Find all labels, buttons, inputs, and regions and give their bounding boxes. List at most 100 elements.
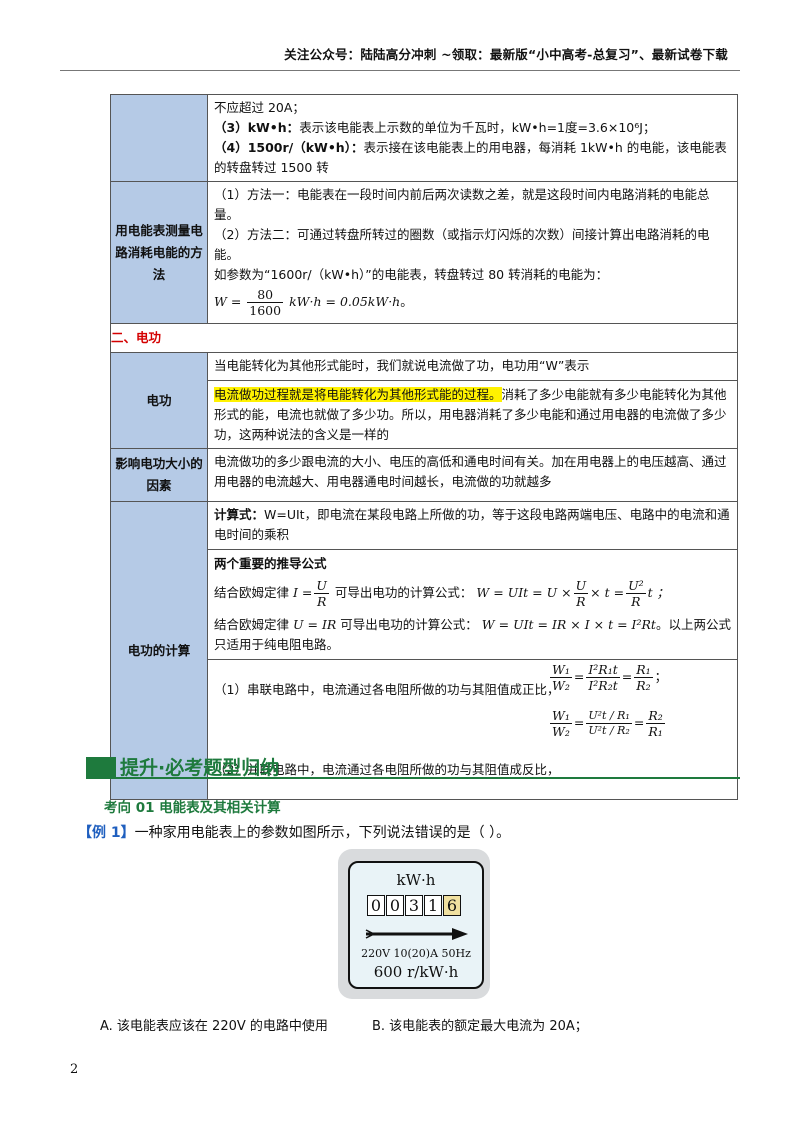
bold-label: （4）1500r/（kW•h）：	[214, 140, 364, 155]
banner-decor	[86, 771, 116, 777]
meter-spec: 220V 10(20)A 50Hz	[361, 947, 471, 960]
meter-unit: kW·h	[396, 871, 436, 889]
text-span: 表示该电能表上示数的单位为千瓦时，kW•h=1度=3.6×10⁶J；	[299, 120, 656, 135]
denominator: I²R₂t	[588, 678, 618, 693]
meter-digits: 0 0 3 1 6	[367, 895, 462, 916]
example-question: 【例 1】一种家用电能表上的参数如图所示，下列说法错误的是（ ）。	[78, 822, 510, 842]
text-line: 如参数为“1600r/（kW•h）”的电能表，转盘转过 80 转消耗的电能为：	[214, 267, 609, 282]
numerator: R₂	[646, 708, 665, 724]
denominator: R	[631, 594, 641, 609]
text-line: （4）1500r/（kW•h）：表示接在该电能表上的用电器，每消耗 1kW•h …	[214, 138, 731, 178]
numerator: W₁	[550, 708, 572, 724]
row-label-empty	[110, 94, 208, 182]
arrow-icon	[365, 928, 468, 940]
text-block: 电流做功的多少跟电流的大小、电压的高低和通电时间有关。加在用电器上的电压越高、通…	[214, 454, 727, 489]
banner-underline	[86, 777, 740, 779]
section-row: 二、电功	[110, 323, 738, 353]
factors-cell: 电流做功的多少跟电流的大小、电压的高低和通电时间有关。加在用电器上的电压越高、通…	[207, 448, 738, 502]
numerator: U	[573, 578, 589, 594]
denominator: R	[576, 594, 586, 609]
denominator: R	[316, 594, 327, 609]
text-span: 结合欧姆定律	[214, 617, 290, 632]
text-line: （2）方法二：可通过转盘所转过的圈数（或指示灯闪烁的次数）间接计算出电路消耗的电…	[214, 227, 710, 262]
text-line: 不应超过 20A；	[214, 100, 305, 115]
energy-meter-image: kW·h 0 0 3 1 6 220V 10(20)A 50Hz 600 r/k…	[338, 849, 490, 999]
numerator: U²	[626, 578, 646, 594]
table-row: 电功 当电能转化为其他形式能时，我们就说电流做了功，电功用“W”表示 电流做功过…	[110, 352, 738, 449]
text-line: （1）串联电路中，电流通过各电阻所做的功与其阻值成正比，	[214, 682, 560, 697]
numerator: I²R₁t	[586, 662, 620, 678]
question-text: 一种家用电能表上的参数如图所示，下列说法错误的是（ ）。	[134, 825, 511, 841]
table-row: 不应超过 20A； （3）kW•h：表示该电能表上示数的单位为千瓦时，kW•h=…	[110, 94, 738, 182]
denominator: U²t / R₂	[588, 724, 630, 737]
text-line: （3）kW•h：表示该电能表上示数的单位为千瓦时，kW•h=1度=3.6×10⁶…	[214, 118, 731, 138]
bold-label: 计算式：	[214, 507, 265, 522]
formula-text: kW·h = 0.05kW·h	[289, 294, 401, 309]
formula-text: =	[633, 715, 645, 730]
text-span: 可导出电功的计算公式：	[334, 585, 473, 600]
meter-face: kW·h 0 0 3 1 6 220V 10(20)A 50Hz 600 r/k…	[348, 861, 484, 989]
formula-text: t ；	[647, 585, 670, 600]
numerator: 80	[247, 287, 284, 303]
formula-text: I =	[293, 585, 313, 600]
text-span: 。	[400, 294, 413, 309]
denominator: W₂	[552, 678, 570, 693]
section-title: 二、电功	[110, 323, 738, 353]
numerator: U	[314, 578, 329, 594]
row-label: 电功的计算	[110, 501, 208, 800]
option-b: B. 该电能表的额定最大电流为 20A；	[372, 1019, 588, 1034]
numerator: W₁	[550, 662, 572, 678]
text-span: 消耗了多少电能就有多少电能转化为其他形式的能，电流也就做了多少功。所以，用电器消…	[214, 387, 727, 442]
meter-params-cell: 不应超过 20A； （3）kW•h：表示该电能表上示数的单位为千瓦时，kW•h=…	[207, 94, 738, 182]
banner-decor	[86, 757, 116, 771]
row-label: 影响电功大小的因素	[110, 448, 208, 502]
text-span: W=UIt，即电流在某段电路上所做的功，等于这段电路两端电压、电路中的电流和通电…	[214, 507, 730, 542]
meter-digit: 3	[405, 895, 423, 916]
header-divider	[60, 70, 740, 71]
formula-text: W = UIt = IR × I × t = I²Rt	[481, 617, 656, 632]
formula-text: W = UIt = U ×	[476, 585, 572, 600]
banner-title: 提升·必考题型归纳	[120, 757, 280, 779]
subheading: 两个重要的推导公式	[214, 556, 327, 571]
example-tag: 【例 1】	[78, 825, 135, 841]
calculation-cell: 计算式：W=UIt，即电流在某段电路上所做的功，等于这段电路两端电压、电路中的电…	[207, 501, 738, 800]
table-row: 电功的计算 计算式：W=UIt，即电流在某段电路上所做的功，等于这段电路两端电压…	[110, 501, 738, 800]
text-span: 可导出电功的计算公式：	[340, 617, 478, 632]
denominator: R₂	[636, 678, 651, 693]
knowledge-table: 不应超过 20A； （3）kW•h：表示该电能表上示数的单位为千瓦时，kW•h=…	[110, 94, 738, 800]
measure-method-cell: （1）方法一：电能表在一段时间内前后两次读数之差，就是这段时间内电路消耗的电能总…	[207, 181, 738, 324]
text-block: 计算式：W=UIt，即电流在某段电路上所做的功，等于这段电路两端电压、电路中的电…	[214, 505, 731, 545]
table-row: 用电能表测量电路消耗电能的方法 （1）方法一：电能表在一段时间内前后两次读数之差…	[110, 181, 738, 324]
text-line: （1）方法一：电能表在一段时间内前后两次读数之差，就是这段时间内电路消耗的电能总…	[214, 187, 710, 222]
denominator: W₂	[552, 724, 570, 739]
text-line: 当电能转化为其他形式能时，我们就说电流做了功，电功用“W”表示	[214, 358, 590, 373]
meter-digit: 1	[424, 895, 442, 916]
page-header: 关注公众号：陆陆高分冲刺 ~领取：最新版“小中高考-总复习”、最新试卷下载	[284, 47, 728, 62]
table-row: 影响电功大小的因素 电流做功的多少跟电流的大小、电压的高低和通电时间有关。加在用…	[110, 448, 738, 502]
row-label: 用电能表测量电路消耗电能的方法	[110, 181, 208, 324]
bold-label: （3）kW•h：	[214, 120, 300, 135]
numerator: R₁	[634, 662, 653, 678]
formula-text: U = IR	[293, 617, 337, 632]
denominator: 1600	[249, 303, 282, 318]
section-banner: 提升·必考题型归纳	[86, 757, 740, 781]
work-definition-cell: 当电能转化为其他形式能时，我们就说电流做了功，电功用“W”表示 电流做功过程就是…	[207, 352, 738, 449]
topic-heading: 考向 01 电能表及其相关计算	[104, 800, 281, 816]
formula-text: =	[573, 715, 585, 730]
meter-rate: 600 r/kW·h	[373, 963, 459, 981]
text-line: （2）并联电路中，电流通过各电阻所做的功与其阻值成反比，	[214, 762, 560, 777]
option-a: A. 该电能表应该在 220V 的电路中使用	[100, 1019, 328, 1034]
highlighted-text: 电流做功过程就是将电能转化为其他形式能的过程。	[214, 387, 502, 402]
formula-text: =	[621, 669, 633, 684]
